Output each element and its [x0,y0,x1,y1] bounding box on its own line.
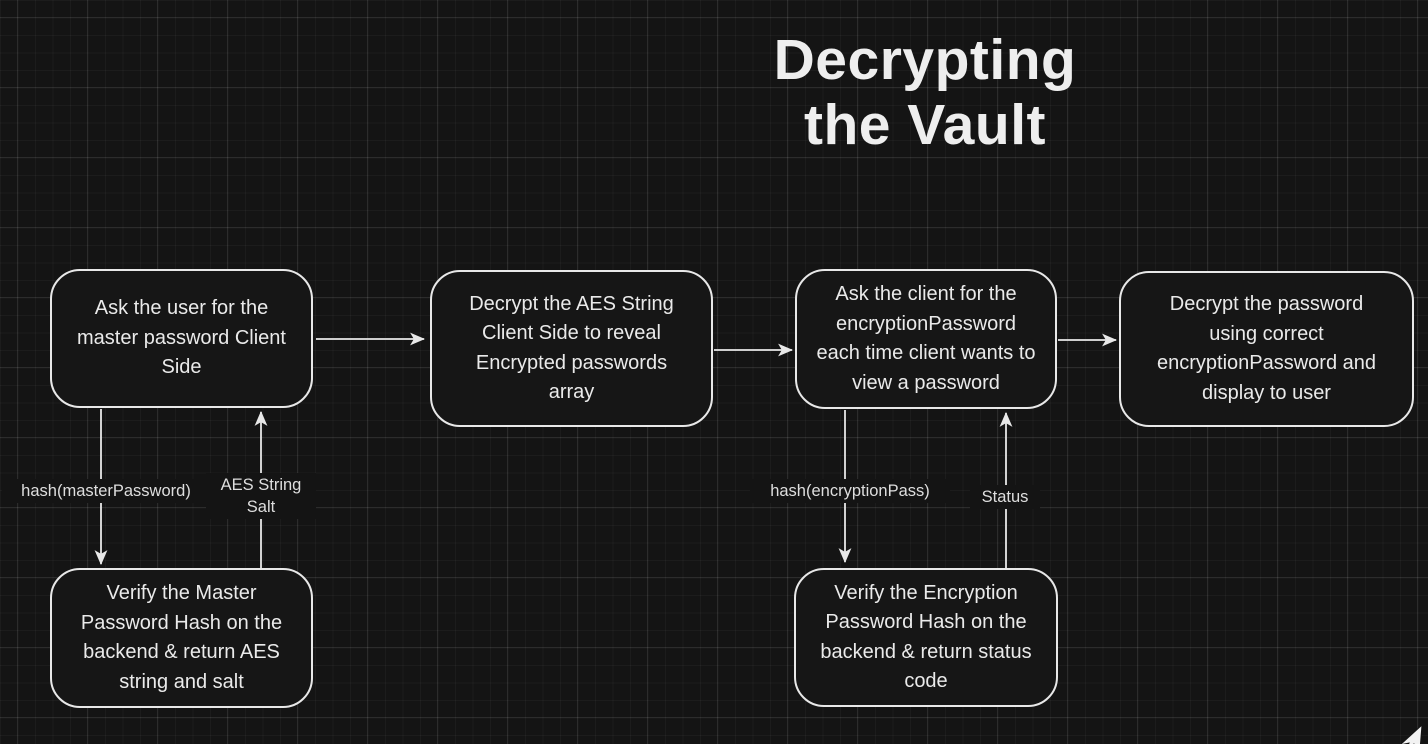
node-verify-encryption-hash[interactable]: Verify the Encryption Password Hash on t… [794,568,1058,707]
node-ask-encryption-password[interactable]: Ask the client for the encryptionPasswor… [795,269,1057,409]
edge-label-hash-master-password[interactable]: hash(masterPassword) [2,479,210,503]
node-decrypt-display-password[interactable]: Decrypt the password using correct encry… [1119,271,1414,427]
diagram-title-line2: the Vault [803,93,1047,157]
node-decrypt-aes-string[interactable]: Decrypt the AES String Client Side to re… [430,270,713,427]
edge-label-aes-string-salt[interactable]: AES String Salt [206,473,316,519]
node-text: Decrypt the password using correct encry… [1156,293,1376,404]
mouse-cursor-icon [1400,723,1423,744]
node-text: Verify the Encryption Password Hash on t… [820,581,1032,693]
diagram-title-line1: Decrypting [773,28,1077,92]
diagram-title[interactable]: Decrypting the Vault [700,28,1150,158]
node-verify-master-hash[interactable]: Verify the Master Password Hash on the b… [50,568,313,708]
edge-label-hash-encryption-pass[interactable]: hash(encryptionPass) [750,479,950,503]
node-text: Ask the client for the encryptionPasswor… [816,283,1036,394]
node-text: Decrypt the AES String Client Side to re… [469,292,674,404]
node-ask-master-password[interactable]: Ask the user for the master password Cli… [50,269,313,408]
edge-label-status[interactable]: Status [970,485,1040,509]
node-text: Verify the Master Password Hash on the b… [80,582,283,693]
node-text: Ask the user for the master password Cli… [77,297,286,379]
